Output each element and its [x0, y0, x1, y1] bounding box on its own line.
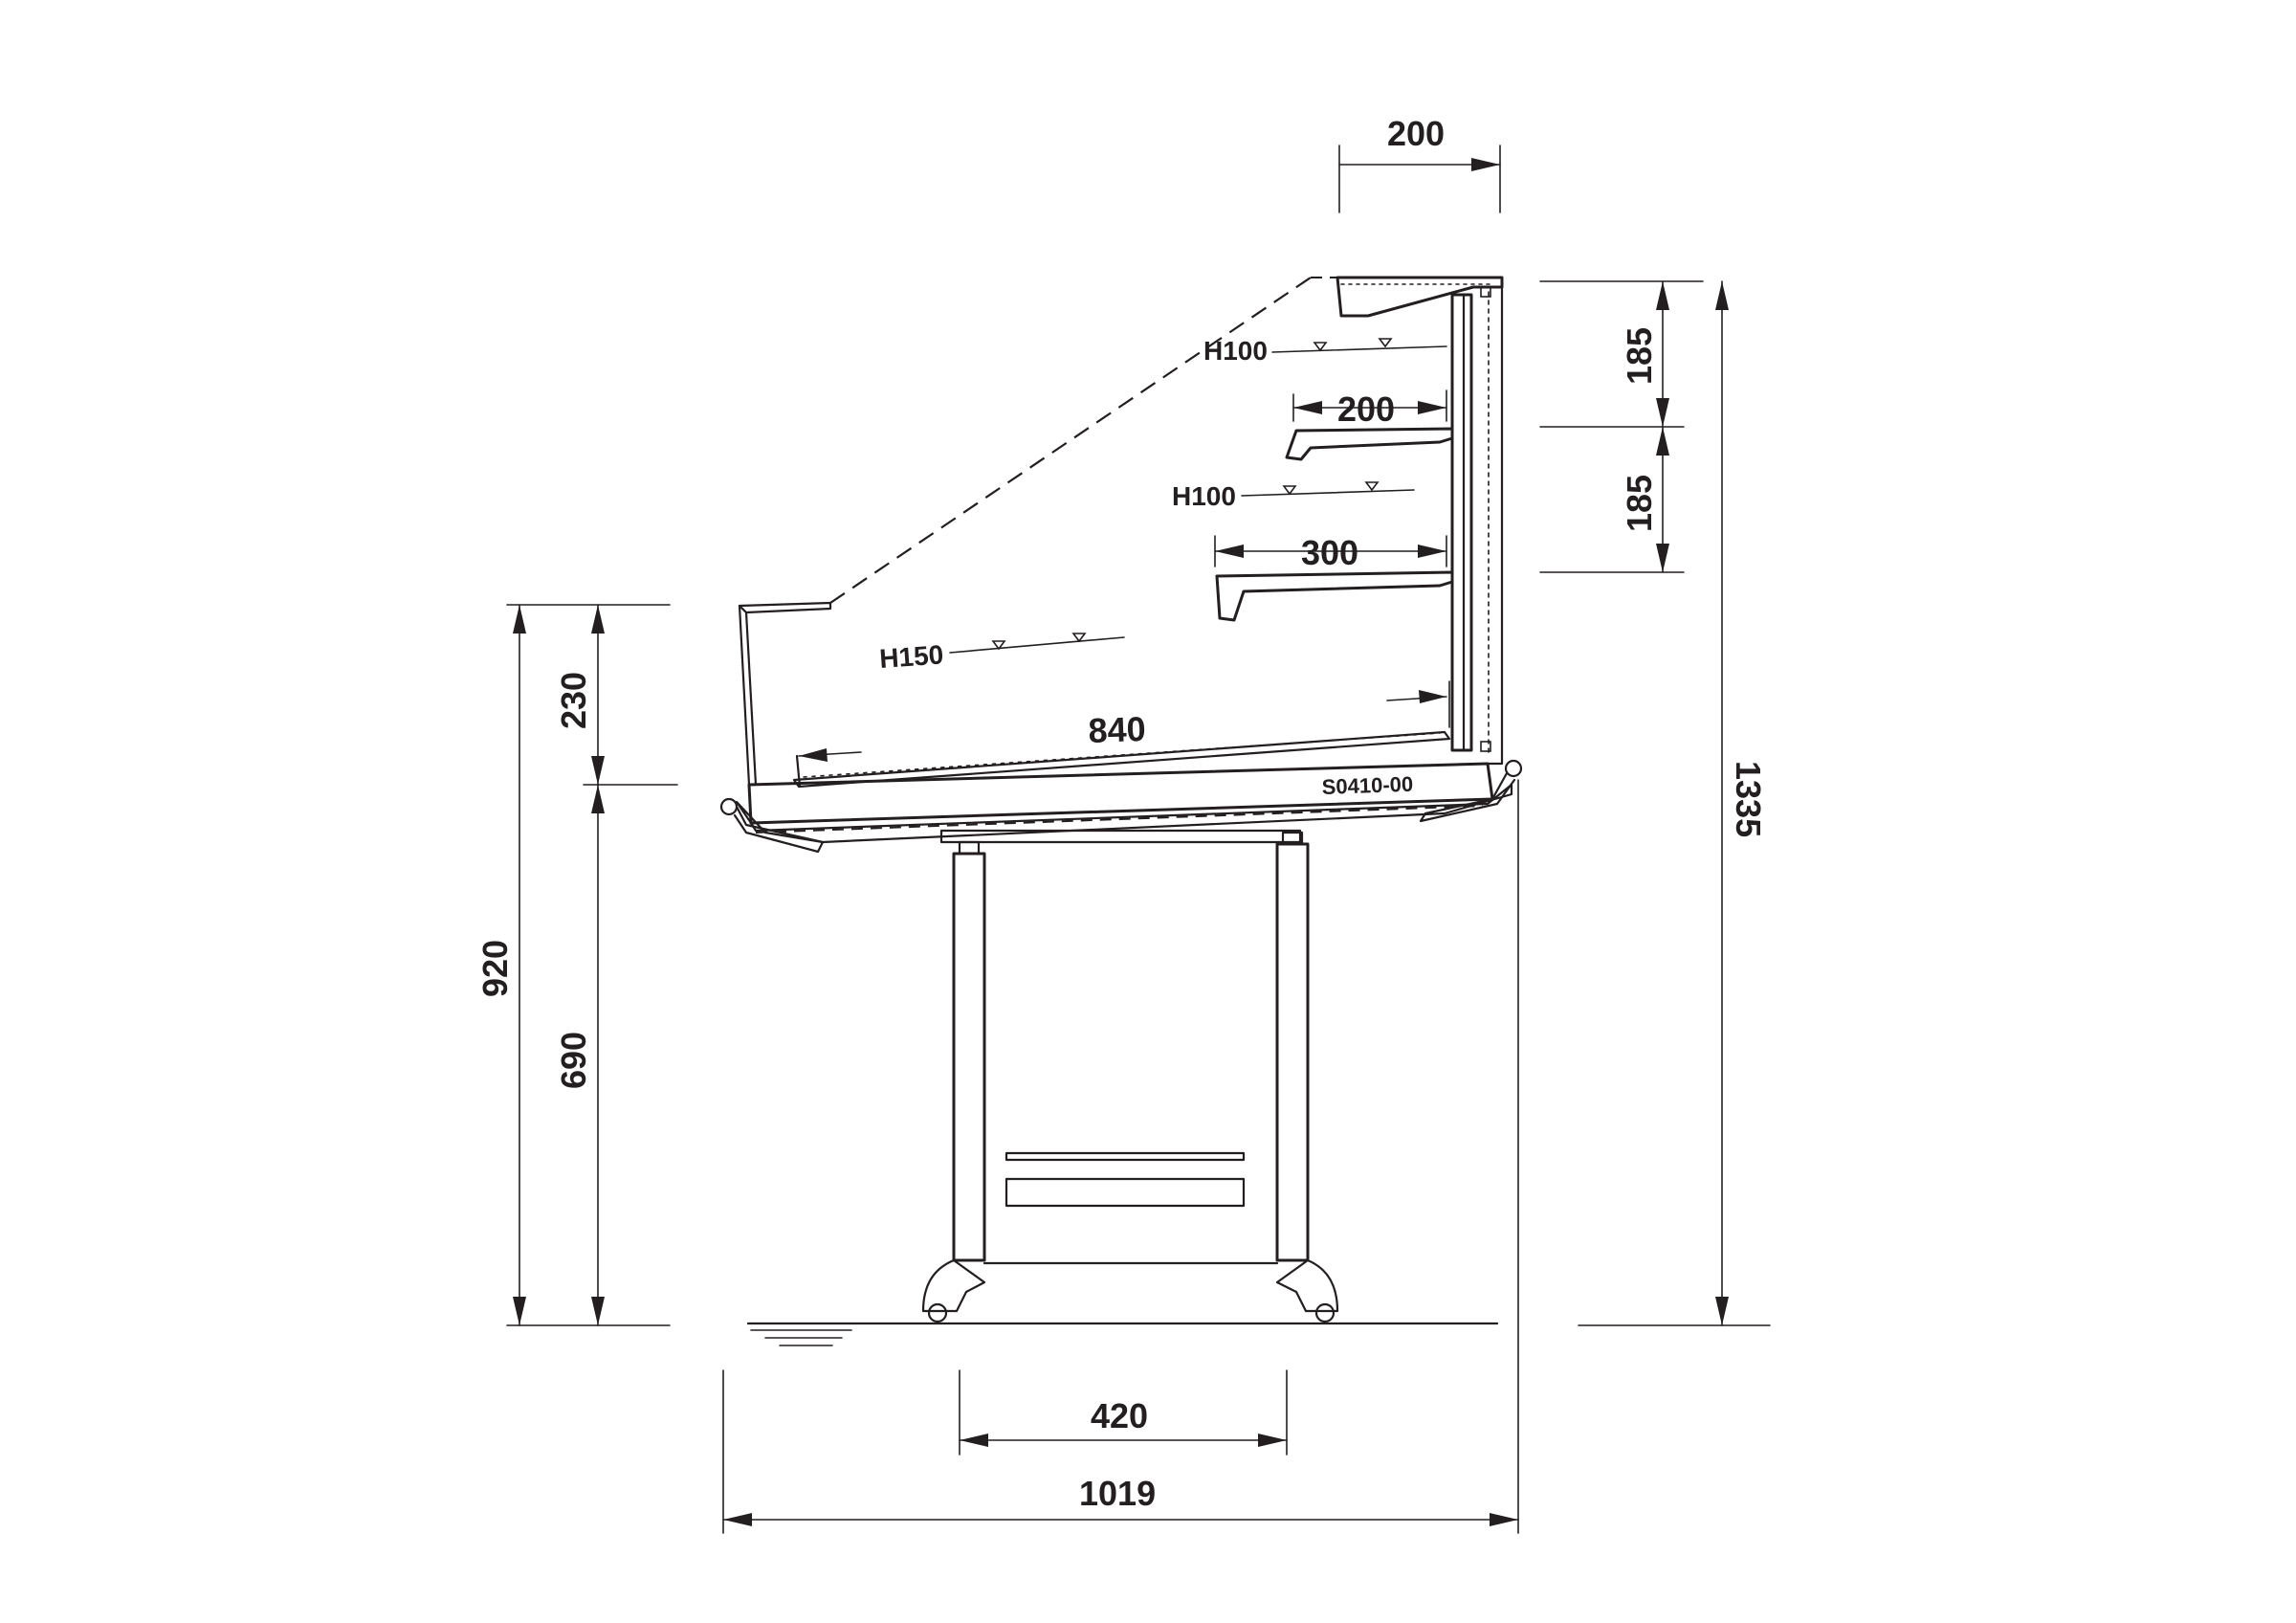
dim-working-height-label: 920 [475, 940, 515, 997]
canopy-light [1336, 276, 1504, 318]
rear-clip-bottom [1480, 741, 1491, 752]
ground-symbol [750, 1329, 852, 1346]
rear-foot [1275, 1258, 1339, 1313]
dim-base-depth-label: 840 [1088, 709, 1146, 750]
load-line-top-label: H100 [1203, 336, 1268, 366]
rear-leg [1275, 842, 1310, 1262]
dim-upper-height-2-label: 185 [1620, 475, 1659, 532]
front-caster [927, 1302, 948, 1323]
dim-canopy-depth: 200 [1338, 114, 1501, 213]
stand-plate [939, 829, 1302, 844]
middle-shelf [1215, 570, 1454, 622]
upper-shelf [1285, 427, 1454, 461]
model-code: S0410-00 [1321, 772, 1413, 799]
dim-total-height-label: 1335 [1729, 761, 1768, 837]
dim-upper-heights: 185 185 [1539, 280, 1704, 573]
right-bumper [1504, 759, 1523, 778]
rear-wall [1469, 285, 1504, 766]
cabinet-body [719, 276, 1523, 1346]
dim-upper-shelf-depth: 200 [1292, 389, 1447, 429]
load-line-base: H150 [878, 633, 1125, 674]
dim-total-depth: 1019 [722, 779, 1519, 1534]
front-leg-collar [958, 840, 981, 856]
rear-column [1450, 293, 1473, 752]
dim-middle-shelf-depth-label: 300 [1301, 533, 1358, 572]
rear-leg-collar [1281, 831, 1304, 846]
left-bumper [719, 797, 739, 816]
front-wall [738, 604, 758, 787]
rear-caster [1314, 1302, 1336, 1323]
base-shelf-front-stop [795, 754, 802, 789]
load-line-base-label: H150 [878, 639, 944, 674]
dim-front-glass-height-label: 230 [554, 672, 593, 729]
dim-leg-spacing: 420 [959, 1369, 1288, 1456]
base-tub-dashed [755, 805, 1484, 834]
dim-total-depth-label: 1019 [1079, 1474, 1156, 1513]
dim-base-depth: 840 [798, 680, 1450, 762]
dim-upper-shelf-depth-label: 200 [1337, 389, 1395, 429]
dim-canopy-depth-label: 200 [1387, 114, 1445, 153]
front-leg [952, 852, 986, 1262]
front-glass-dashed-line [829, 277, 1312, 604]
base-shelf-perforation [803, 732, 1441, 778]
dim-left-heights: 920 230 690 [475, 604, 678, 1326]
dim-total-height: 1335 [1578, 280, 1771, 1326]
load-line-middle-label: H100 [1172, 481, 1236, 511]
front-foot [921, 1258, 986, 1313]
dim-base-height-label: 690 [554, 1032, 593, 1089]
lower-crossbar [1004, 1177, 1246, 1208]
upper-crossbar [1004, 1151, 1246, 1162]
front-lip [738, 601, 832, 614]
right-bumper-arm [1419, 771, 1516, 823]
load-line-top: H100 [1203, 336, 1447, 366]
dim-leg-spacing-label: 420 [1091, 1396, 1148, 1435]
dim-upper-height-1-label: 185 [1620, 327, 1659, 385]
left-bumper-arm [733, 805, 825, 854]
load-line-middle: H100 [1172, 481, 1415, 511]
dim-middle-shelf-depth: 300 [1214, 533, 1447, 572]
